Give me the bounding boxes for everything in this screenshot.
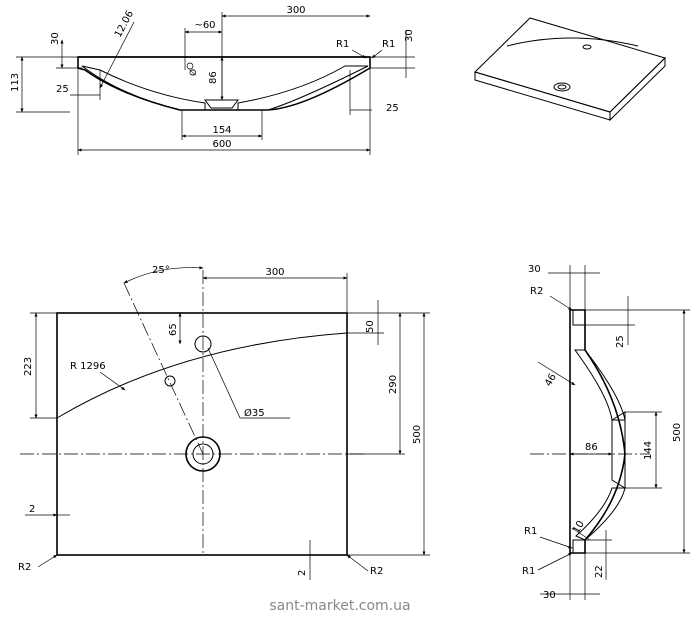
diam-leader [207,347,241,419]
dim-2-bottom-label: 2 [297,570,308,576]
plan-arc [56,332,348,419]
corner-left-label: R2 [18,562,31,573]
side-hatch-lower [575,487,626,541]
dim-line-side-10 [571,527,591,541]
iso-view [474,17,666,122]
fillet-right-leader [371,49,383,59]
arc-radius-label: R 1296 [70,361,106,372]
arc-radius-leader [99,371,126,391]
dim-side-22-label: 22 [594,565,605,578]
dim-side-25-label: 25 [615,335,626,348]
diam-label: Ø35 [244,407,265,419]
fillet-side-lower-label: R1 [522,566,535,577]
fillet-side-lower-leader [537,552,573,571]
radius-leader [99,21,135,89]
iso-basin-edge [506,37,639,47]
fillet-left-leader [351,49,367,59]
dim-60-label: ~60 [194,20,215,31]
iso-top-face [474,17,666,113]
fillet-left-label: R1 [336,39,349,50]
side-corner-leader [549,295,573,311]
dim-plan-300-label: 300 [265,267,284,278]
basin-section-hatch-left [81,65,206,111]
dim-2-left-label: 2 [29,504,35,515]
watermark-text: sant-market.com.ua [269,598,410,614]
drain-recess [204,99,239,109]
dim-side-86-label: 86 [585,442,598,453]
dim-side-30-bottom-label: 30 [543,590,556,601]
dim-50-label: 50 [365,320,376,333]
dim-line-side-46 [537,361,576,386]
dim-500-label: 500 [412,425,423,444]
dim-phi-mark: Ø [188,69,199,76]
side-hatch-drain [611,411,626,489]
corner-left-leader [37,554,58,568]
dim-side-30-top-label: 30 [528,264,541,275]
dim-65-label: 65 [168,323,179,336]
dim-side-500-label: 500 [672,423,683,442]
plan-view: 25° 300 223 R 1296 65 50 290 500 Ø35 [18,265,430,580]
dim-223-label: 223 [23,357,34,376]
dim-30-left-label: 30 [50,32,61,45]
tap-hole-mark [186,62,194,70]
side-hatch-upper [574,349,626,421]
plan-tap-hole [194,335,212,353]
dim-30-right-label: 30 [404,29,415,42]
fillet-side-upper-leader [539,536,573,549]
dim-86-label: 86 [208,71,219,84]
plan-drain-outer [185,436,221,472]
dim-300-label: 300 [286,5,305,16]
dim-25-left-label: 25 [56,84,69,95]
iso-front-face [474,71,611,121]
plan-drain-inner [192,443,214,465]
fillet-right-label: R1 [382,39,395,50]
side-hatch-top [572,309,586,326]
corner-right-leader [346,554,369,572]
dim-side-144-label: 144 [643,441,654,460]
iso-drain-inner [557,84,567,90]
corner-right-label: R2 [370,566,383,577]
dim-side-46-label: 46 [543,372,559,389]
iso-tap-hole [582,44,592,50]
dim-side-10-label: 10 [571,519,587,536]
side-view: 30 R2 25 46 86 144 500 10 R1 R1 [522,264,690,601]
basin-section-outline [77,56,371,111]
side-hatch-bottom [572,539,586,554]
plan-outline [56,312,348,556]
angle-arc [123,266,204,284]
dim-113-label: 113 [10,73,21,92]
plan-overflow-hole [164,375,176,387]
iso-drain [553,82,571,92]
dim-290-label: 290 [388,375,399,394]
section-view: 300 ~60 Ø 12.06 86 113 30 30 R1 R1 [10,5,415,155]
angle-label: 25° [152,265,170,276]
dim-600-label: 600 [212,139,231,150]
side-corner-label: R2 [530,286,543,297]
dim-154-label: 154 [212,125,231,136]
plan-centerline-angle [123,282,204,455]
iso-side-face [609,56,666,122]
dim-25-right-label: 25 [386,103,399,114]
basin-section-hatch-right [237,65,369,111]
fillet-side-upper-label: R1 [524,526,537,537]
